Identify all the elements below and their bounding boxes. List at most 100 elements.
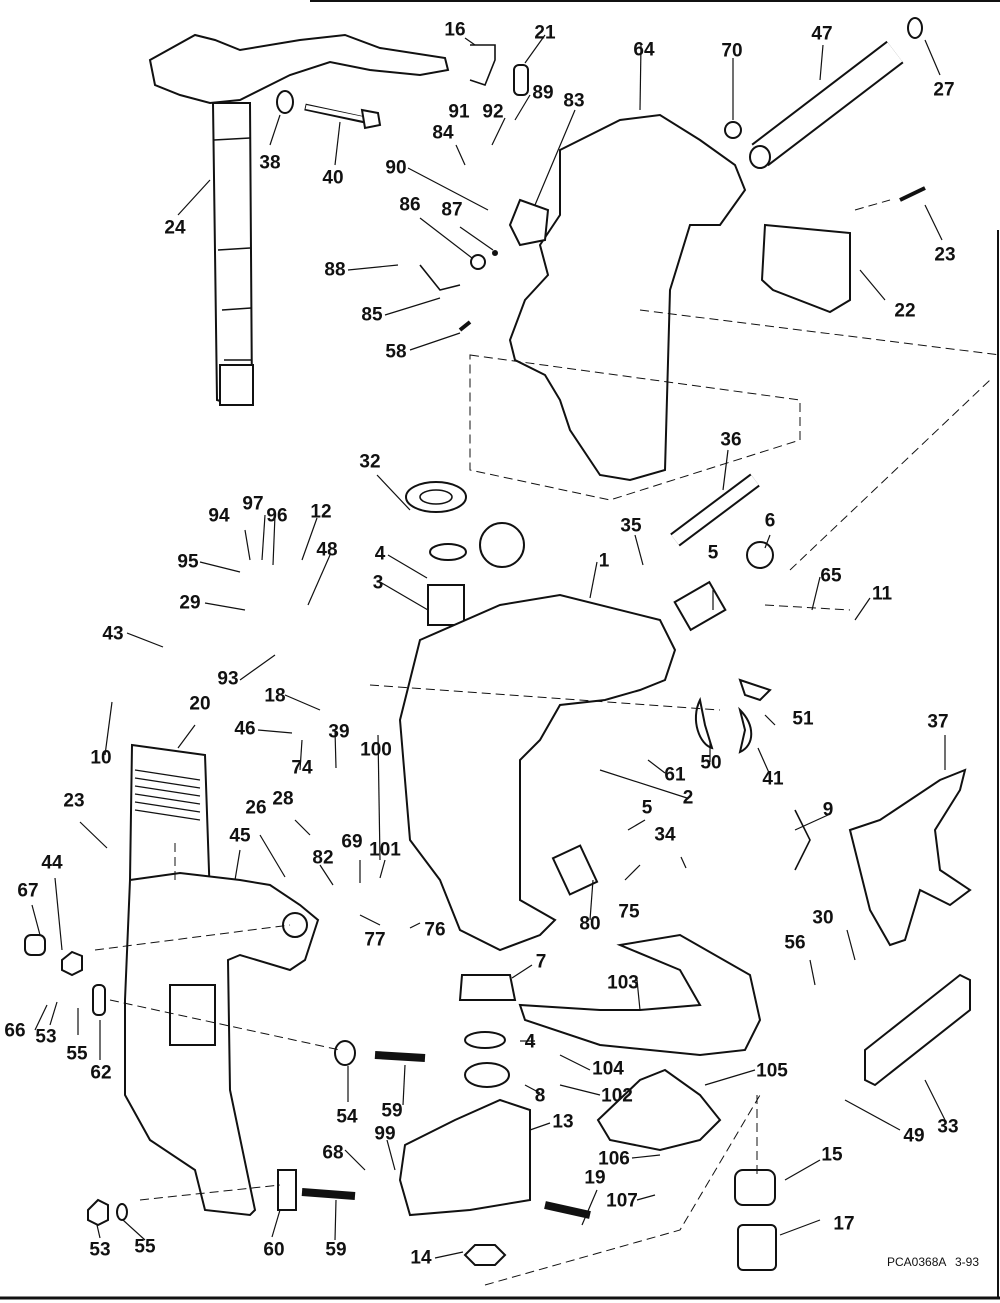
callout-19: 19 [584, 1167, 606, 1189]
callout-84: 84 [432, 122, 454, 144]
callout-13: 13 [552, 1111, 574, 1133]
part-8-bearing [464, 1062, 510, 1088]
part-19-bolt [544, 1201, 591, 1219]
callout-20: 20 [189, 693, 211, 715]
callout-105: 105 [756, 1060, 788, 1082]
callout-55-lower: 55 [134, 1236, 156, 1258]
leader-lines [31, 34, 946, 1259]
callout-35: 35 [620, 515, 642, 537]
callout-106: 106 [598, 1148, 630, 1170]
part-45-stern-bracket [124, 871, 320, 1217]
callout-7: 7 [535, 951, 547, 973]
part-21-plug [513, 64, 529, 96]
callout-54: 54 [336, 1106, 358, 1128]
callout-91: 91 [448, 101, 470, 123]
part-103-plate [518, 933, 762, 1057]
callout-77: 77 [364, 929, 386, 951]
part-9-spring [794, 809, 811, 871]
callout-12: 12 [310, 501, 332, 523]
callout-48: 48 [316, 539, 338, 561]
part-7-bushing [458, 974, 517, 1001]
part-40-bolt [304, 103, 382, 130]
callout-53-upper: 53 [35, 1026, 57, 1048]
callout-93: 93 [217, 668, 239, 690]
callout-44: 44 [41, 852, 63, 874]
callout-8: 8 [534, 1085, 546, 1107]
callout-99: 99 [374, 1123, 396, 1145]
callout-97: 97 [242, 493, 264, 515]
callout-83: 83 [563, 90, 585, 112]
callout-34: 34 [654, 824, 676, 846]
part-51-clip [738, 678, 772, 702]
part-87-ball [492, 250, 498, 256]
callout-70: 70 [721, 40, 743, 62]
callout-26: 26 [245, 797, 267, 819]
callout-22: 22 [894, 300, 916, 322]
callout-102: 102 [601, 1085, 633, 1107]
part-41-clip [738, 706, 753, 754]
callout-1: 1 [598, 550, 610, 572]
callout-80: 80 [579, 913, 601, 935]
part-38-washer [276, 90, 294, 114]
callout-33: 33 [937, 1116, 959, 1138]
callout-88: 88 [324, 259, 346, 281]
part-83-switch [508, 198, 550, 247]
callout-65: 65 [820, 565, 842, 587]
callout-24: 24 [164, 217, 186, 239]
part-24-steering-shaft [148, 33, 450, 406]
callout-89: 89 [532, 82, 554, 104]
callout-100: 100 [360, 739, 392, 761]
callout-58: 58 [385, 341, 407, 363]
part-6-washer [746, 541, 774, 569]
callout-28: 28 [272, 788, 294, 810]
part-27-washer [907, 17, 923, 39]
callout-17: 17 [833, 1213, 855, 1235]
callout-41: 41 [762, 768, 784, 790]
callout-2: 2 [682, 787, 694, 809]
part-64-swivel-bracket [508, 113, 747, 482]
callout-60: 60 [263, 1239, 285, 1261]
callout-3: 3 [372, 572, 384, 594]
part-70-nut [724, 121, 742, 139]
callout-90: 90 [385, 157, 407, 179]
callout-37: 37 [927, 711, 949, 733]
part-58-screw [458, 320, 472, 332]
callout-5-top: 5 [707, 542, 719, 564]
part-33-bar [864, 973, 971, 1087]
part-44-nut [61, 950, 83, 977]
date-code: 3-93 [955, 1255, 980, 1269]
callout-27: 27 [933, 79, 955, 101]
callout-16: 16 [444, 19, 466, 41]
callout-94: 94 [208, 505, 230, 527]
part-16-clip [469, 44, 496, 86]
callout-59-lower: 59 [325, 1239, 347, 1261]
part-22-bracket [760, 223, 851, 314]
drawing-code: PCA0368A [887, 1255, 947, 1269]
callout-75: 75 [618, 901, 640, 923]
callout-46: 46 [234, 718, 256, 740]
callout-86: 86 [399, 194, 421, 216]
part-60-plate [277, 1169, 297, 1211]
assembly-lines [94, 199, 1000, 1286]
part-4-seal-lower [464, 1031, 506, 1049]
part-5-bushing-lower [551, 844, 599, 896]
part-54-washer [334, 1040, 356, 1066]
callout-49: 49 [903, 1125, 925, 1147]
callout-47: 47 [811, 23, 833, 45]
callout-23-left: 23 [63, 790, 85, 812]
callout-101: 101 [369, 839, 401, 861]
part-67-cap [24, 934, 46, 956]
part-4-detail-bubble [479, 522, 525, 568]
callout-53-lower: 53 [89, 1239, 111, 1261]
callout-87: 87 [441, 199, 463, 221]
callout-66: 66 [4, 1020, 26, 1042]
part-59-bolt-lower [301, 1188, 356, 1200]
callout-15: 15 [821, 1144, 843, 1166]
part-45-pad [169, 984, 216, 1046]
callout-4-bottom: 4 [524, 1031, 536, 1053]
part-13-lower-mount [398, 1098, 531, 1217]
part-1-swivel-bracket [398, 593, 677, 952]
callout-50: 50 [700, 752, 722, 774]
part-55-washer-lower [116, 1203, 128, 1221]
